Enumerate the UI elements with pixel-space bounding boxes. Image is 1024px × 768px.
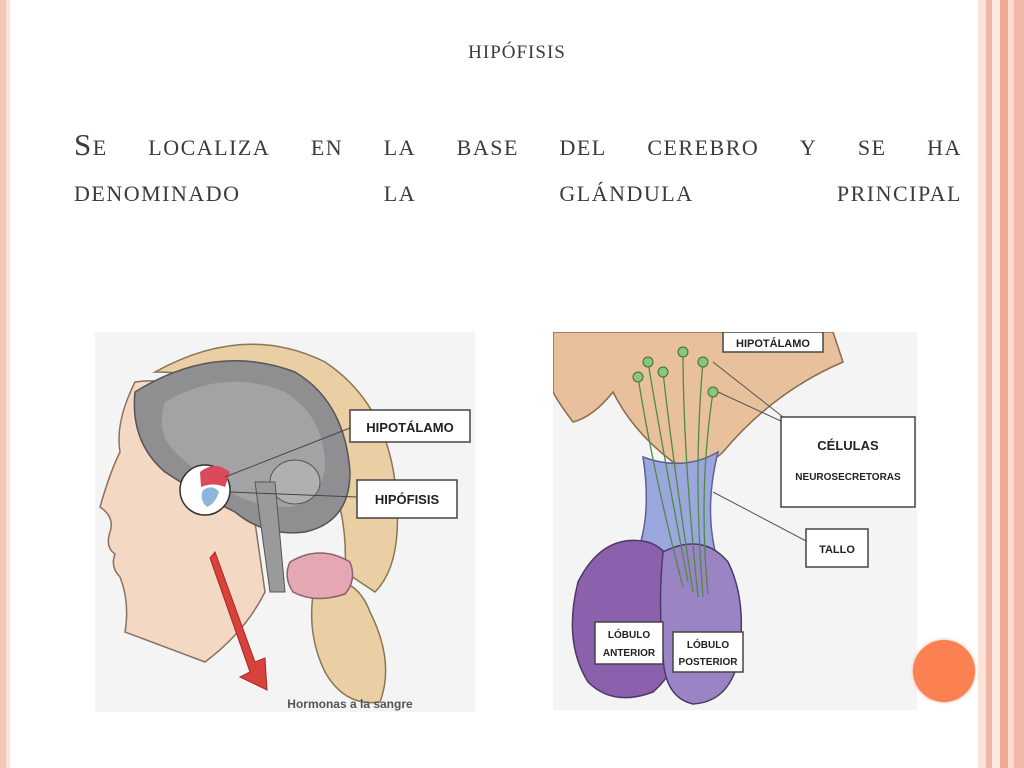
pituitary-detail-illustration: HIPOTÁLAMO CÉLULAS NEUROSECRETORAS TALLO…: [552, 331, 917, 710]
neuron-bodies: [632, 346, 719, 398]
subtitle-word: denominado: [74, 173, 241, 208]
label-box-hipotalamo: [349, 409, 471, 443]
orange-dot-decoration: [913, 640, 975, 702]
label-box-hipofisis: [356, 479, 458, 519]
subtitle-word: ha: [927, 127, 962, 162]
label-lobulo-posterior-2: POSTERIOR: [679, 657, 739, 668]
leader-line-celulas-2: [717, 391, 784, 423]
leader-line-hipotalamo: [224, 427, 351, 478]
subtitle-line-2: denominado la glándula principal: [74, 168, 962, 214]
label-box-celulas: [780, 416, 916, 508]
leader-line-hipofisis: [229, 491, 358, 498]
hair-scrunchie: [286, 552, 354, 600]
label-tallo: TALLO: [819, 544, 855, 556]
ponytail-shape: [310, 579, 387, 704]
subtitle-word: localiza: [148, 127, 271, 162]
subtitle-word: Se: [74, 127, 108, 162]
leader-line-celulas: [712, 361, 784, 418]
subtitle-word: principal: [836, 173, 962, 208]
label-lobulo-anterior-2: ANTERIOR: [603, 648, 656, 659]
hormone-arrow-icon: [209, 551, 268, 691]
label-box-lobulo-anterior: [594, 621, 664, 665]
subtitle-word: en: [310, 127, 344, 162]
label-hipofisis-left: HIPÓFISIS: [375, 492, 440, 507]
subtitle-word: base: [456, 127, 519, 162]
label-box-lobulo-posterior: [672, 631, 744, 673]
label-lobulo-anterior-1: LÓBULO: [608, 628, 650, 641]
label-lobulo-posterior-1: LÓBULO: [687, 638, 729, 651]
right-border-decoration: [978, 0, 1024, 768]
label-celulas: CÉLULAS: [817, 438, 879, 453]
slide-subtitle: Se localiza en la base del cerebro y se …: [74, 122, 962, 214]
subtitle-word: se: [857, 127, 887, 162]
subtitle-line-1: Se localiza en la base del cerebro y se …: [74, 122, 962, 168]
head-brain-svg: HIPOTÁLAMO HIPÓFISIS Hormonas a la sangr…: [99, 343, 471, 711]
label-hipotalamo-left: HIPOTÁLAMO: [366, 420, 453, 435]
caption-hormonas: Hormonas a la sangre: [287, 697, 413, 711]
hypothalamus-mark: [200, 466, 230, 487]
slide-title: hipófisis: [0, 34, 1024, 65]
subtitle-word: cerebro: [647, 127, 760, 162]
subtitle-word: la: [383, 173, 417, 208]
label-box-hipotalamo-right: [722, 331, 824, 353]
slide-title-text: hipófisis: [468, 34, 566, 64]
left-border-decoration: [0, 0, 10, 768]
neuron-fibers: [637, 351, 714, 598]
brainstem-shape: [254, 481, 286, 593]
label-box-tallo: [805, 528, 869, 568]
subtitle-word: glándula: [559, 173, 694, 208]
leader-line-tallo: [712, 491, 809, 543]
head-brain-illustration: HIPOTÁLAMO HIPÓFISIS Hormonas a la sangr…: [95, 332, 475, 712]
pituitary-stalk: [631, 450, 720, 563]
hypothalamus-tissue: [552, 331, 844, 467]
subtitle-word: y: [799, 127, 818, 162]
hypophysis-mark: [201, 487, 219, 507]
pituitary-svg: HIPOTÁLAMO CÉLULAS NEUROSECRETORAS TALLO…: [552, 331, 916, 705]
subtitle-word: la: [383, 127, 417, 162]
label-hipotalamo-right: HIPOTÁLAMO: [736, 337, 810, 350]
cerebellum-shape: [269, 459, 321, 505]
label-neurosecretoras: NEUROSECRETORAS: [795, 472, 901, 483]
subtitle-word: del: [559, 127, 607, 162]
